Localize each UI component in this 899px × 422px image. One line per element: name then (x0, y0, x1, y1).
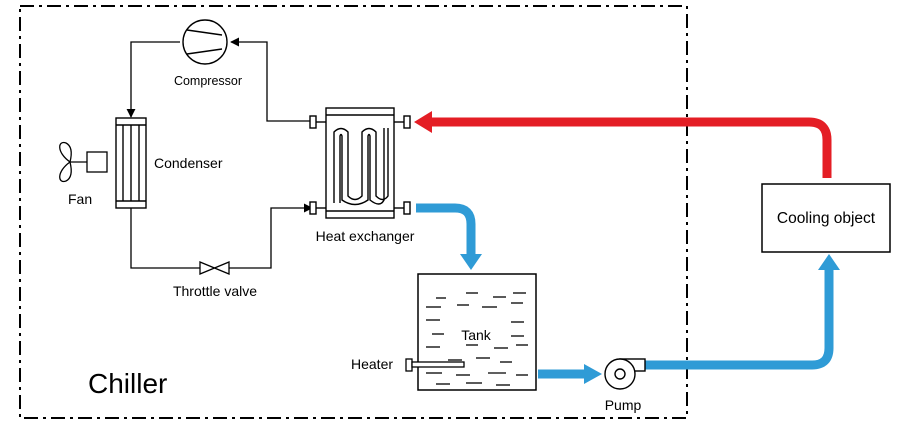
heat-exchanger-symbol (309, 107, 411, 219)
cooling-object-label: Cooling object (777, 210, 876, 227)
heater-label: Heater (351, 356, 393, 372)
heater-symbol (405, 358, 465, 372)
compressor-symbol (182, 19, 228, 65)
hot-return-pipe (414, 111, 832, 178)
condenser-label: Condenser (154, 155, 223, 171)
cold-pipe-to-tank (416, 203, 482, 270)
cold-supply-pipe (645, 254, 840, 370)
refrigerant-loop (126, 37, 313, 269)
compressor-label: Compressor (174, 74, 242, 88)
cooling-object-box (761, 183, 891, 253)
throttle-valve-symbol (199, 261, 230, 275)
cold-pipe-tank-to-pump (538, 364, 602, 384)
condenser-symbol (115, 117, 147, 209)
chiller-label: Chiller (88, 368, 167, 399)
tank-symbol (417, 273, 537, 391)
fan-icon (59, 141, 108, 183)
pump-symbol (604, 358, 646, 390)
chiller-boundary (19, 5, 688, 419)
throttle-valve-label: Throttle valve (173, 283, 257, 299)
heat-exchanger-label: Heat exchanger (316, 228, 415, 244)
fan-label: Fan (68, 191, 92, 207)
tank-label: Tank (461, 327, 492, 343)
pump-label: Pump (605, 397, 642, 413)
